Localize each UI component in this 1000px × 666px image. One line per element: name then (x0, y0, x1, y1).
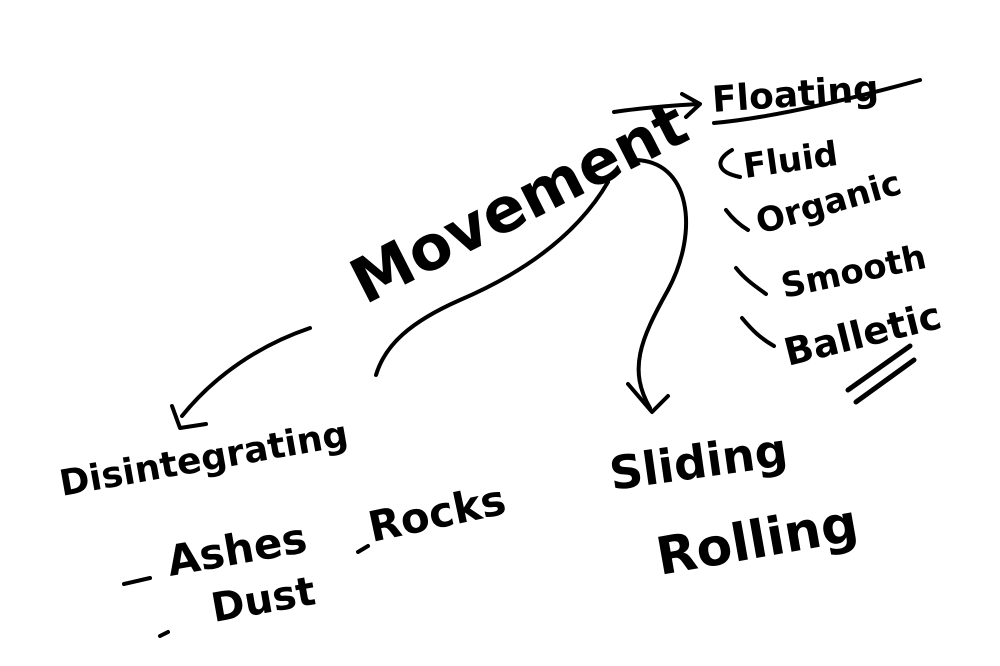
arrow-to-floating (612, 102, 700, 114)
floating-heading: Floating (711, 68, 880, 121)
balletic-emphasis-2 (853, 357, 917, 405)
rocks-dash (356, 544, 370, 554)
floating-item-smooth: Smooth (778, 237, 930, 307)
curve-to-rocks (374, 180, 610, 377)
disintegrating-item-dust: Dust (208, 568, 319, 631)
curve-to-sliding (632, 158, 689, 410)
fluid-bracket-mark (718, 148, 742, 179)
curve-to-sliding-head (626, 382, 670, 414)
disintegrating-heading: Disintegrating (56, 414, 351, 505)
organic-dash (724, 208, 750, 232)
sliding-item-rolling: Rolling (652, 493, 863, 587)
ashes-dash (122, 576, 152, 586)
balletic-dash (740, 316, 776, 348)
center-word-movement: Movement (339, 87, 699, 319)
curve-to-disintegrating (180, 326, 312, 418)
curve-to-disintegrating-head (170, 404, 208, 430)
floating-item-balletic: Balletic (780, 293, 946, 374)
floating-underline (712, 78, 922, 125)
smooth-dash (734, 266, 768, 296)
dust-dash (158, 630, 170, 638)
sliding-item-sliding: Sliding (606, 422, 791, 500)
rocks-item-rocks: Rocks (364, 475, 510, 552)
floating-item-fluid: Fluid (741, 134, 841, 187)
balletic-emphasis-1 (845, 343, 913, 393)
arrow-to-floating-head (680, 92, 702, 119)
